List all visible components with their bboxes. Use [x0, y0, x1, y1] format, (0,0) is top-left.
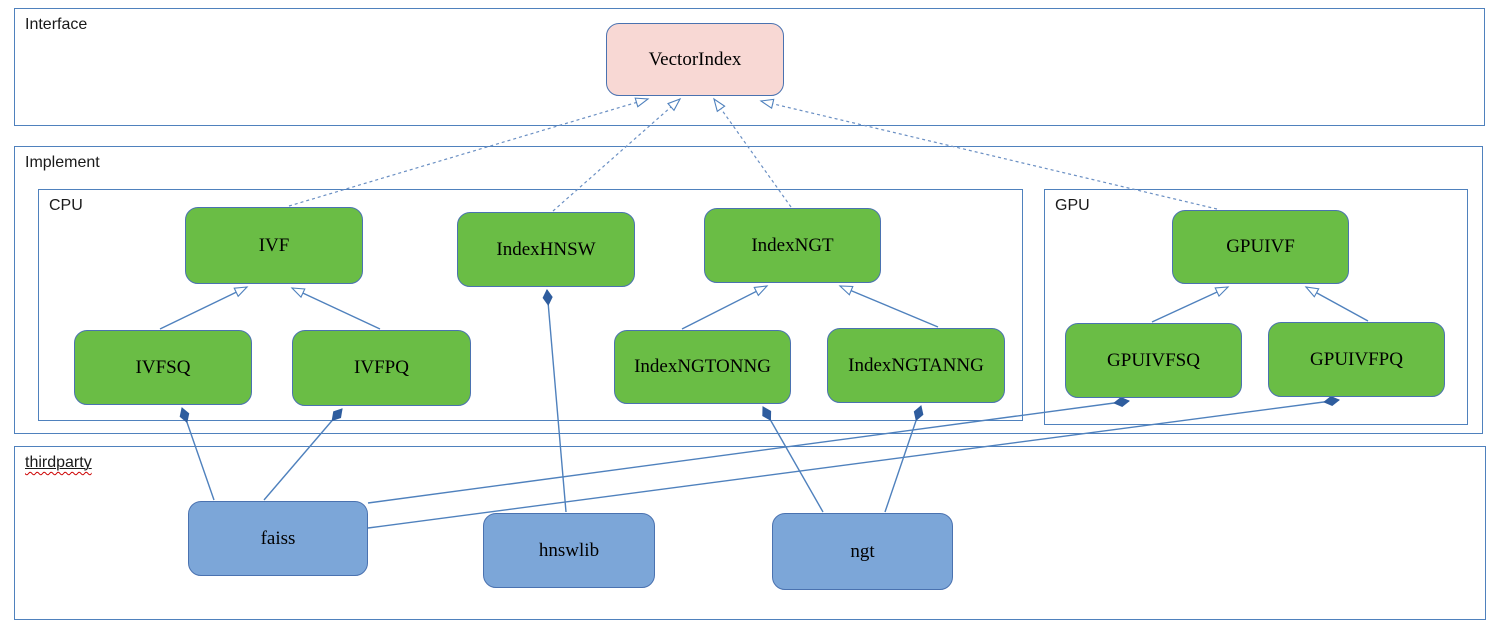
container-gpu-label: GPU [1055, 197, 1090, 214]
node-gpuivf[interactable]: GPUIVF [1172, 210, 1349, 284]
node-ivfpq[interactable]: IVFPQ [292, 330, 471, 406]
node-gpuivfpq[interactable]: GPUIVFPQ [1268, 322, 1445, 397]
node-gpuivfpq-label: GPUIVFPQ [1310, 348, 1403, 370]
node-ivfsq[interactable]: IVFSQ [74, 330, 252, 405]
node-gpuivf-label: GPUIVF [1226, 236, 1295, 257]
container-cpu-label: CPU [49, 197, 83, 214]
node-indexngtanng[interactable]: IndexNGTANNG [827, 328, 1005, 403]
node-gpuivfsq[interactable]: GPUIVFSQ [1065, 323, 1242, 398]
container-thirdparty-label: thirdparty [25, 454, 92, 472]
container-interface-label: Interface [25, 16, 88, 33]
node-ivf[interactable]: IVF [185, 207, 363, 284]
thirdparty-misspelling-squiggle: thirdparty [25, 454, 92, 471]
node-indexhnsw[interactable]: IndexHNSW [457, 212, 635, 287]
node-indexngt-label: IndexNGT [751, 234, 834, 256]
node-hnswlib-label: hnswlib [538, 539, 600, 561]
node-ngt-label: ngt [850, 540, 875, 562]
container-implement-label: Implement [25, 154, 100, 171]
node-indexngtonng-label: IndexNGTONNG [634, 356, 771, 377]
node-vectorindex[interactable]: VectorIndex [606, 23, 784, 96]
node-ivf-label: IVF [258, 234, 290, 256]
node-indexngtonng[interactable]: IndexNGTONNG [614, 330, 791, 404]
node-indexhnsw-label: IndexHNSW [496, 238, 596, 260]
node-ivfpq-label: IVFPQ [354, 357, 409, 378]
node-ngt[interactable]: ngt [772, 513, 953, 590]
node-faiss-label: faiss [260, 527, 296, 549]
node-vectorindex-label: VectorIndex [648, 48, 742, 70]
node-hnswlib[interactable]: hnswlib [483, 513, 655, 588]
node-faiss[interactable]: faiss [188, 501, 368, 576]
node-gpuivfsq-label: GPUIVFSQ [1107, 349, 1200, 371]
node-indexngtanng-label: IndexNGTANNG [848, 354, 984, 376]
node-ivfsq-label: IVFSQ [135, 356, 191, 378]
node-indexngt[interactable]: IndexNGT [704, 208, 881, 283]
